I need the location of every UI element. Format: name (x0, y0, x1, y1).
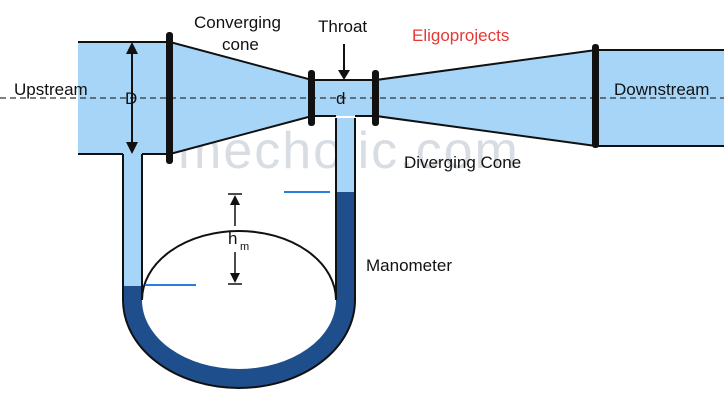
inlet-flange (166, 32, 173, 164)
pipe-diameter-label: D (125, 89, 137, 108)
manometer-tube (122, 118, 356, 389)
manometer-left-leg-fluid (123, 152, 142, 286)
upstream-label: Upstream (14, 80, 88, 99)
arrow-down-icon (230, 273, 240, 283)
arrow-up-icon (230, 195, 240, 205)
head-subscript: m (240, 241, 249, 253)
diverging-label: Diverging Cone (404, 153, 521, 172)
throat-flange-left (308, 70, 315, 126)
brand-label: Eligoprojects (412, 26, 509, 45)
manometer-fluid (123, 192, 355, 388)
bottom-outline-right (355, 115, 724, 147)
downstream-label: Downstream (614, 80, 709, 99)
outlet-flange (592, 44, 599, 148)
manometer-outer-wall (122, 118, 356, 389)
arrow-down-icon (338, 70, 350, 80)
manometer-right-leg-fluid (336, 118, 355, 192)
throat-diameter-label: d (336, 89, 345, 108)
converging-label-line2: cone (222, 35, 259, 54)
head-dimension (228, 193, 242, 285)
throat-flange-right (372, 70, 379, 126)
manometer-inner-wall (141, 118, 337, 301)
arrow-down-icon (126, 142, 138, 154)
converging-label-line1: Converging (194, 13, 281, 32)
manometer-label: Manometer (366, 256, 452, 275)
pipe-diameter-dimension (126, 42, 138, 154)
arrow-up-icon (126, 42, 138, 54)
bottom-outline-mid (142, 115, 336, 155)
throat-label: Throat (318, 17, 367, 36)
head-label: h (228, 229, 237, 248)
throat-pointer (338, 44, 350, 80)
